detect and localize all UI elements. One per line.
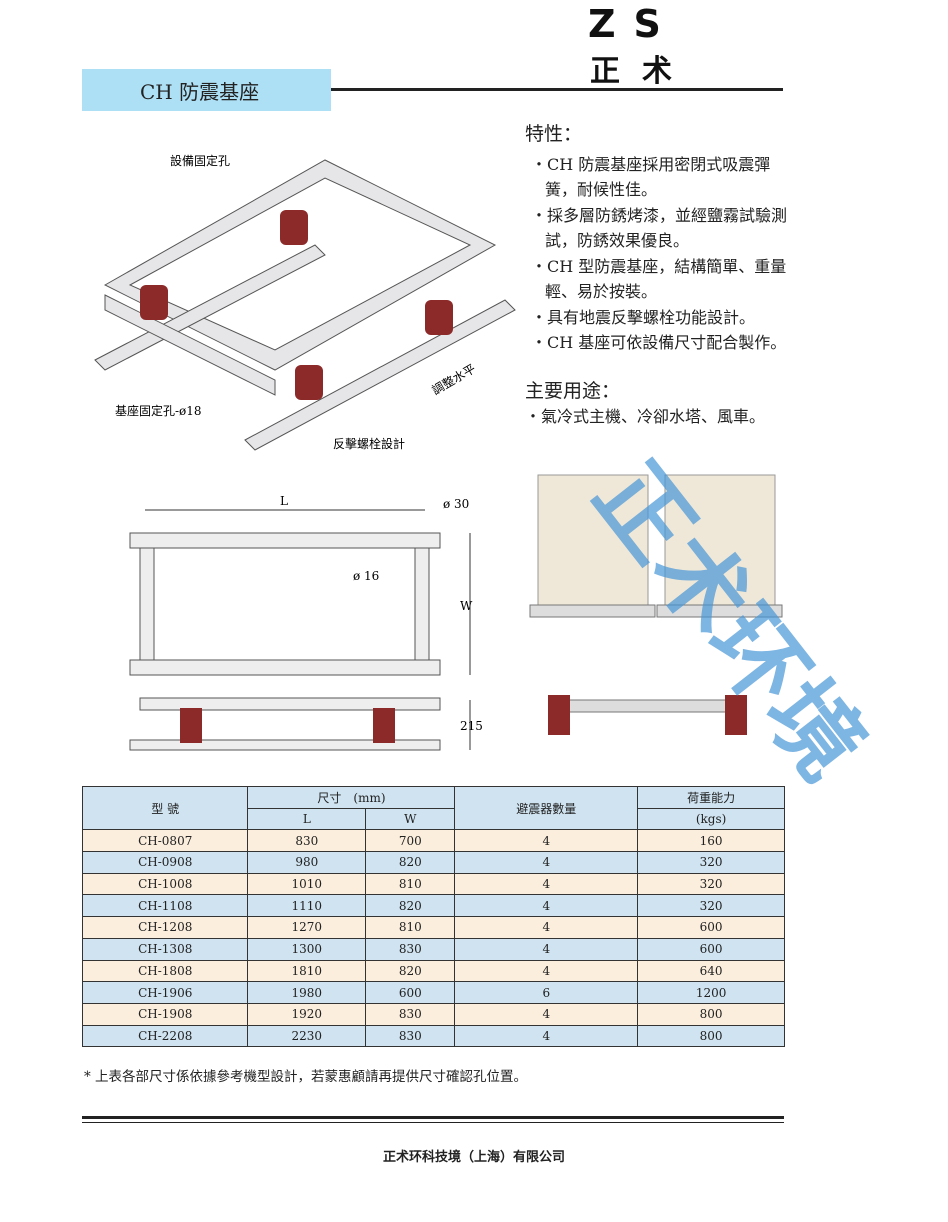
footer-rule-thin <box>82 1122 784 1123</box>
table-cell: 820 <box>365 959 456 983</box>
table-cell: 700 <box>365 829 456 853</box>
company-name: 正术环科技境（上海）有限公司 <box>382 1150 565 1165</box>
table-cell: 1270 <box>247 916 367 939</box>
table-cell: 600 <box>637 937 785 961</box>
product-photos <box>529 474 783 735</box>
table-cell: 4 <box>454 916 639 939</box>
table-cell: 6 <box>454 981 639 1004</box>
table-cell: 830 <box>365 1024 456 1048</box>
features: 特性： ・CH 防震基座採用密閉式吸震彈簧，耐候性佳。 ・採多層防銹烤漆，並經鹽… <box>525 122 795 356</box>
table-cell: 1010 <box>247 872 367 896</box>
header-size: 尺寸 (mm) <box>247 786 456 809</box>
header-L: L <box>247 807 367 831</box>
title-rule <box>331 88 783 91</box>
isometric-base-drawing: 設備固定孔 基座固定孔-ø18 反擊螺栓設計 調整水平 <box>94 153 516 451</box>
table-cell: 640 <box>637 959 785 983</box>
table-cell: CH-1008 <box>81 872 249 896</box>
feature-item: CH 型防震基座，結構簡單、重量輕、易於按裝。 <box>545 256 787 302</box>
header-isolators: 避震器數量 <box>454 785 639 831</box>
label-base-hole: 基座固定孔-ø18 <box>115 403 202 418</box>
table-cell: 800 <box>637 1002 785 1026</box>
table-cell: CH-1908 <box>81 1002 249 1026</box>
table-cell: 810 <box>365 916 456 939</box>
table-cell: CH-0807 <box>81 829 249 853</box>
table-cell: 830 <box>247 829 367 853</box>
label-215: 215 <box>460 719 483 733</box>
page-title: CH 防震基座 <box>82 69 331 111</box>
table-cell: 320 <box>637 894 785 918</box>
header-load: 荷重能力 <box>637 786 785 809</box>
table-cell: 1980 <box>247 981 367 1004</box>
header-W: W <box>365 807 456 831</box>
table-cell: 600 <box>365 981 456 1004</box>
label-bolt: 反擊螺栓設計 <box>333 436 405 451</box>
table-cell: 2230 <box>247 1024 367 1048</box>
table-cell: 820 <box>365 851 456 874</box>
table-cell: 4 <box>454 959 639 983</box>
table-cell: 1200 <box>637 981 785 1004</box>
table-cell: 160 <box>637 829 785 853</box>
table-cell: 1110 <box>247 894 367 918</box>
table-cell: 1300 <box>247 937 367 961</box>
table-cell: 4 <box>454 829 639 853</box>
label-equip-hole: 設備固定孔 <box>170 153 230 168</box>
table-cell: CH-1308 <box>81 937 249 961</box>
uses: 主要用途： ・氣冷式主機、冷卻水塔、風車。 <box>525 380 766 426</box>
table-cell: 830 <box>365 1002 456 1026</box>
table-cell: 4 <box>454 1024 639 1048</box>
table-cell: CH-1808 <box>81 959 249 983</box>
header-load-unit: (kgs) <box>637 807 785 831</box>
table-cell: 4 <box>454 1002 639 1026</box>
table-cell: 4 <box>454 851 639 874</box>
label-L: L <box>280 494 288 508</box>
table-cell: CH-1906 <box>81 981 249 1004</box>
feature-item: 採多層防銹烤漆，並經鹽霧試驗測試，防銹效果優良。 <box>545 205 788 251</box>
label-W: W <box>460 599 473 613</box>
table-cell: 320 <box>637 872 785 896</box>
table-cell: CH-2208 <box>81 1024 249 1048</box>
header-model: 型 號 <box>81 785 249 831</box>
table-cell: 4 <box>454 872 639 896</box>
table-cell: 320 <box>637 851 785 874</box>
table-cell: CH-1208 <box>81 916 249 939</box>
label-d16: ø 16 <box>353 569 379 583</box>
uses-heading: 主要用途： <box>525 380 621 402</box>
table-cell: 830 <box>365 937 456 961</box>
label-d30: ø 30 <box>443 497 469 511</box>
plan-drawing: L W ø 30 ø 16 215 <box>129 494 483 751</box>
table-cell: 980 <box>247 851 367 874</box>
feature-item: CH 基座可依設備尺寸配合製作。 <box>547 333 787 352</box>
table-cell: 800 <box>637 1024 785 1048</box>
features-heading: 特性： <box>525 123 583 145</box>
table-cell: 4 <box>454 937 639 961</box>
table-cell: 1810 <box>247 959 367 983</box>
table-cell: CH-0908 <box>81 851 249 874</box>
feature-item: 具有地震反擊螺栓功能設計。 <box>547 307 756 327</box>
use-item: 氣冷式主機、冷卻水塔、風車。 <box>541 407 766 426</box>
table-cell: 600 <box>637 916 785 939</box>
logo-letters: ZS <box>588 2 679 46</box>
logo-chinese: 正术 <box>590 54 694 89</box>
table-cell: 810 <box>365 872 456 896</box>
feature-item: CH 防震基座採用密閉式吸震彈簧，耐候性佳。 <box>545 154 771 200</box>
table-cell: 1920 <box>247 1002 367 1026</box>
table-cell: 820 <box>365 894 456 918</box>
footnote: * 上表各部尺寸係依據參考機型設計，若蒙惠顧請再提供尺寸確認孔位置。 <box>84 1069 528 1085</box>
table-cell: CH-1108 <box>81 894 249 918</box>
footer-rule <box>82 1116 784 1119</box>
label-level: 調整水平 <box>429 361 478 398</box>
table-cell: 4 <box>454 894 639 918</box>
